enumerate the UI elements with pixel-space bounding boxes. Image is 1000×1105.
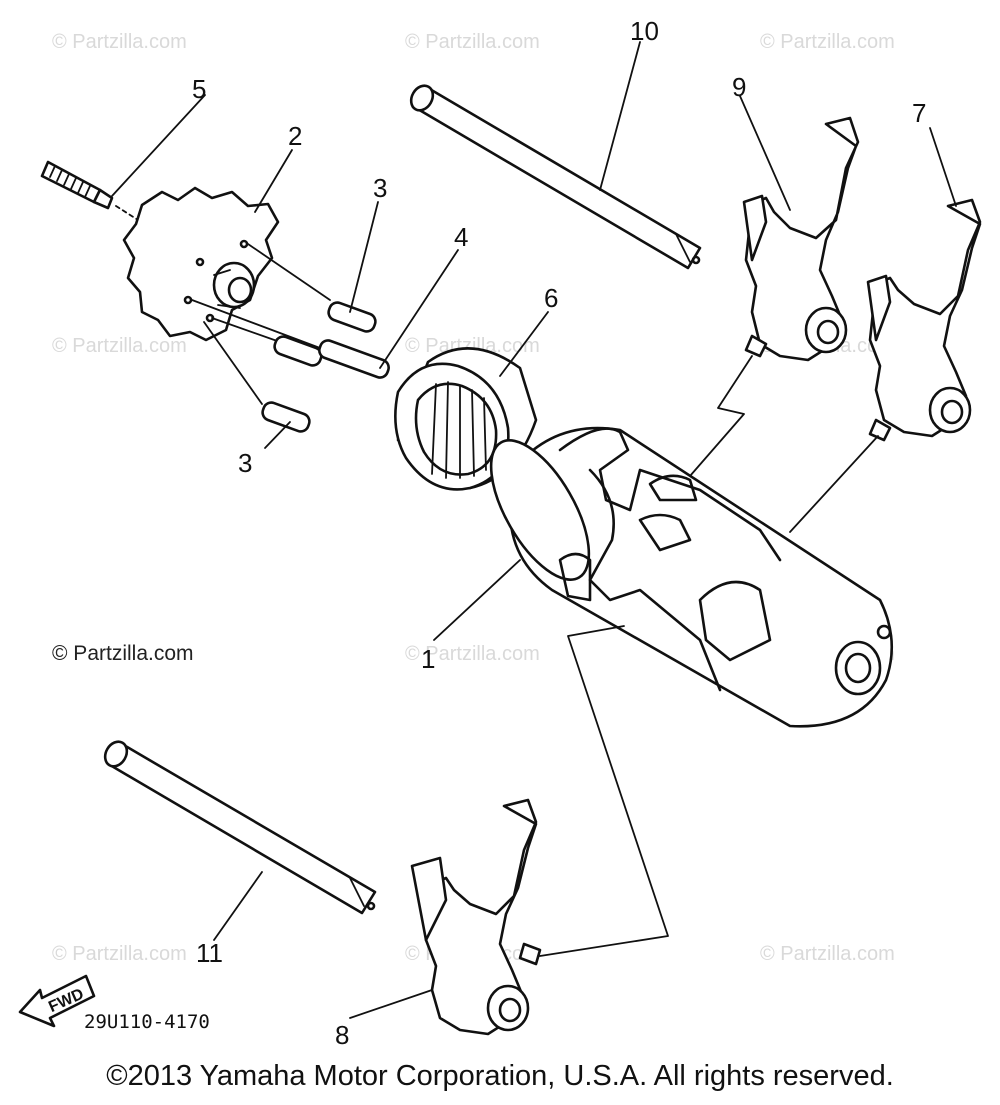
watermarks: © Partzilla.com © Partzilla.com © Partzi… [52,31,895,965]
callout-7: 7 [912,98,926,128]
watermark: © Partzilla.com [760,943,895,965]
part-1-shift-drum [489,426,894,728]
part-8-shift-fork [410,798,542,1036]
callout-3-lower: 3 [238,448,252,478]
watermark: © Partzilla.com [52,335,187,357]
watermark: © Partzilla.com [405,31,540,53]
part-3-4-pins [191,243,390,433]
callout-11: 11 [196,938,223,968]
watermark: © Partzilla.com [52,31,187,53]
part-11-shift-shaft [103,740,377,915]
part-5-screw [40,160,139,221]
callout-4: 4 [454,222,468,252]
callout-3-upper: 3 [373,173,387,203]
leader-lines [111,41,957,1019]
watermark: © Partzilla.com [405,335,540,357]
copyright-notice: ©2013 Yamaha Motor Corporation, U.S.A. A… [106,1060,894,1092]
watermark: © Partzilla.com [52,943,187,965]
callout-9: 9 [732,72,746,102]
callout-5: 5 [192,74,206,104]
callouts: 1 2 3 3 4 5 6 7 8 9 10 11 [192,16,926,1050]
callout-6: 6 [544,283,558,313]
callout-2: 2 [288,121,302,151]
fwd-arrow: FWD [18,974,96,1028]
watermark: © Partzilla.com [405,643,540,665]
part-code: 29U110-4170 [84,1011,210,1033]
watermark-main: © Partzilla.com [52,642,194,665]
part-2-segment [122,186,280,342]
watermark: © Partzilla.com [760,31,895,53]
part-10-shift-shaft [409,84,702,270]
callout-1: 1 [421,644,435,674]
callout-10: 10 [630,16,659,46]
part-7-shift-fork [866,198,982,442]
callout-8: 8 [335,1020,349,1050]
part-9-shift-fork [742,116,860,362]
